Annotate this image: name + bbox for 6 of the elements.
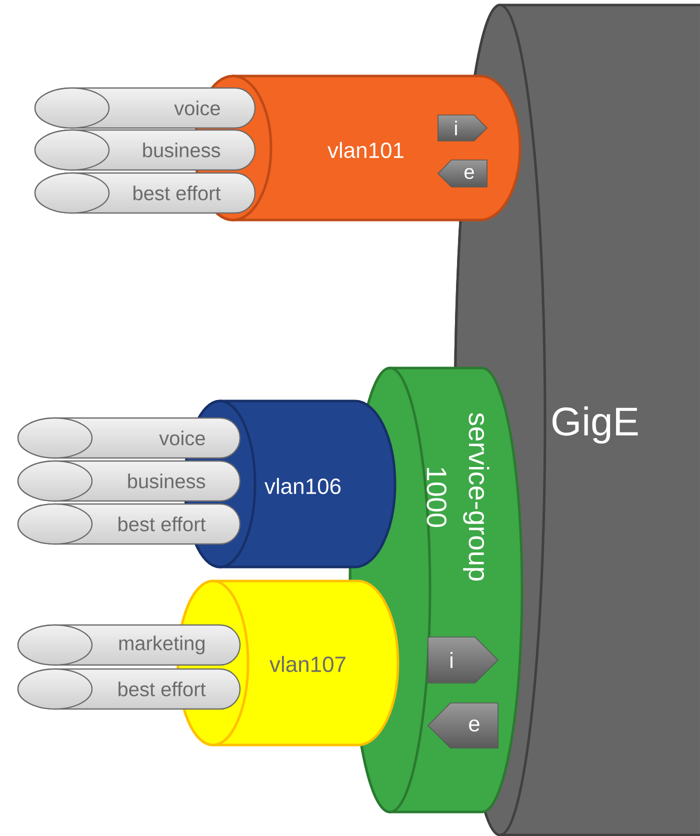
queue-pill: voice [17, 417, 241, 459]
queue-pill: best effort [34, 172, 256, 214]
queue-pill: marketing [17, 624, 241, 666]
queue-pill: business [17, 460, 241, 502]
queue-pill: best effort [17, 503, 241, 545]
queue-pill: best effort [17, 668, 241, 710]
